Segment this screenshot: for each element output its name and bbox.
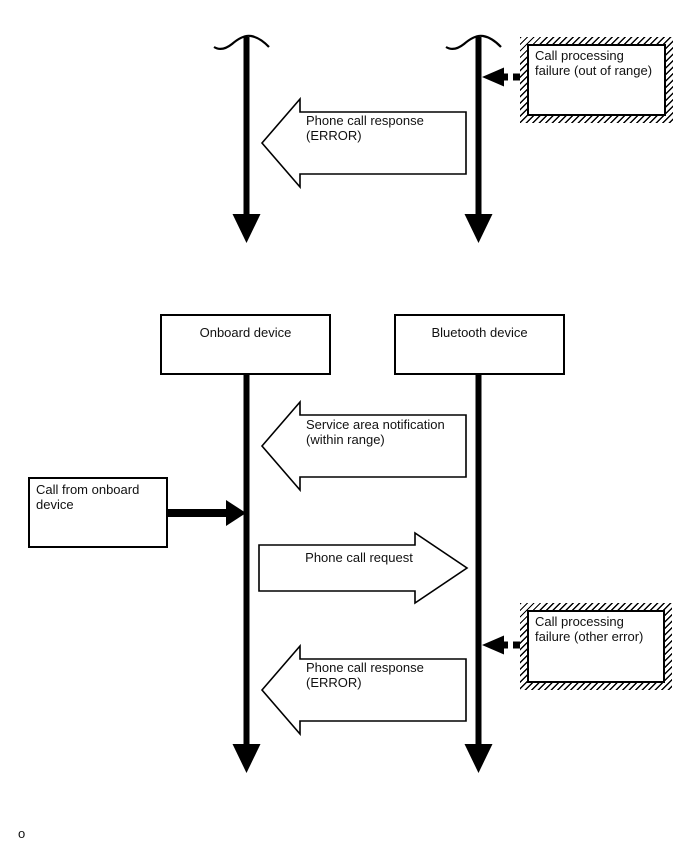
bluetooth-device-box: Bluetooth device — [394, 314, 565, 375]
top-response-arrow-shape — [260, 96, 467, 190]
service-notification-arrow-label: Service area notification (within range) — [306, 417, 445, 447]
request-arrow-label: Phone call request — [305, 550, 413, 565]
service-notification-arrow-shape — [260, 399, 467, 493]
call-from-onboard-box: Call from onboard device — [28, 477, 168, 548]
top-failure-box-text: Call processing failure (out of range) — [527, 44, 666, 116]
bottom-response-arrow-label: Phone call response (ERROR) — [306, 660, 424, 690]
bluetooth-lifeline-arrowhead — [464, 744, 493, 773]
call-from-arrowhead — [226, 500, 246, 526]
bottom-failure-dashed-arrowhead — [482, 635, 504, 655]
page-footnote: o — [18, 826, 26, 841]
top-response-arrow-label: Phone call response (ERROR) — [306, 113, 424, 143]
top-failure-box: Call processing failure (out of range) — [520, 37, 673, 123]
onboard-device-box: Onboard device — [160, 314, 331, 375]
top-right-lifeline-arrowhead — [464, 214, 493, 243]
top-failure-dashed-arrowhead — [482, 67, 504, 87]
bottom-response-arrow-shape — [260, 643, 467, 737]
onboard-lifeline-arrowhead — [232, 744, 261, 773]
bottom-failure-box: Call processing failure (other error) — [520, 603, 672, 690]
request-arrow-shape — [258, 531, 469, 605]
bottom-failure-box-text: Call processing failure (other error) — [527, 610, 665, 683]
top-left-lifeline-break-squiggle — [213, 34, 270, 51]
top-left-lifeline-arrowhead — [232, 214, 261, 243]
top-right-lifeline-break-squiggle — [445, 34, 502, 51]
